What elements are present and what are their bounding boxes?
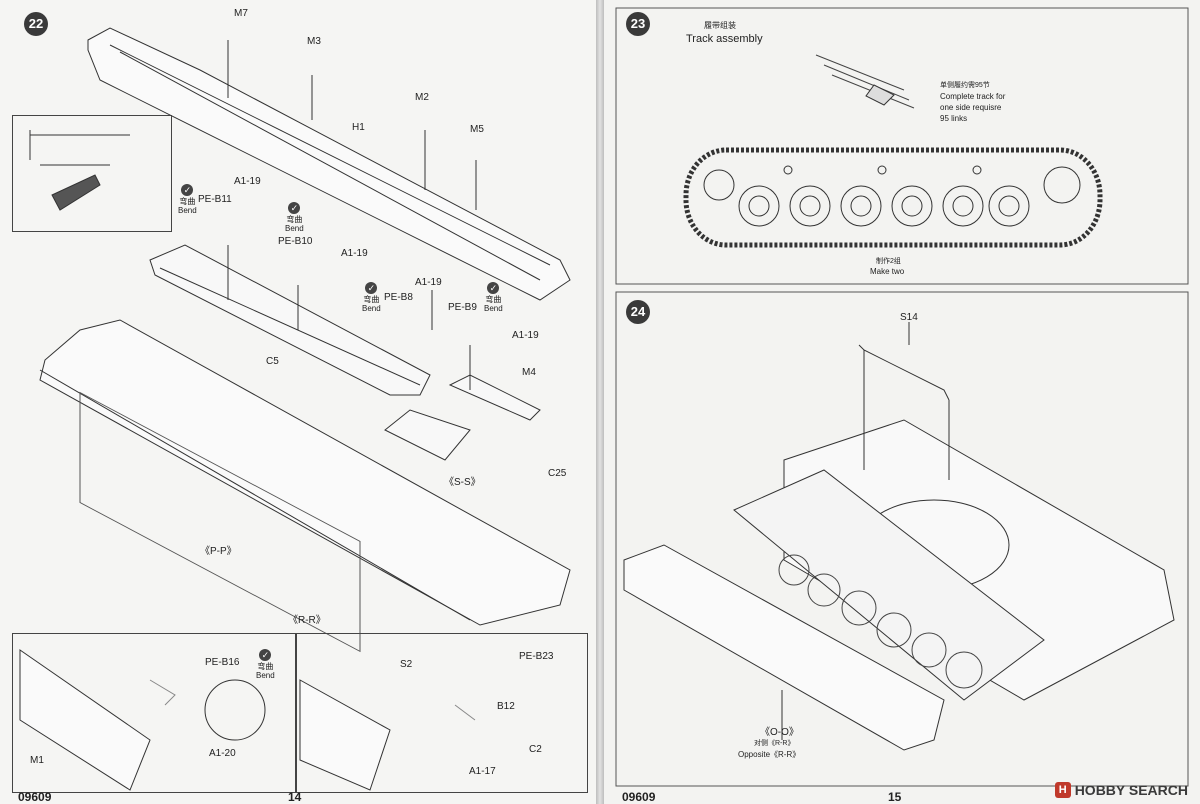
bend-en: Bend xyxy=(256,670,275,680)
part-label-m7: M7 xyxy=(234,8,248,19)
part-label-pe-b16: PE-B16 xyxy=(205,657,240,668)
bend-zh: 弯曲 xyxy=(179,197,196,206)
part-label-pe-b10: PE-B10 xyxy=(278,236,313,247)
part-label-h1: H1 xyxy=(352,122,365,133)
step23-24-line-art xyxy=(615,7,1189,787)
part-label-m2: M2 xyxy=(415,92,429,103)
step-22-badge: 22 xyxy=(24,12,48,36)
page-number-left: 14 xyxy=(288,790,302,804)
track-title-zh: 履带组装 xyxy=(704,21,736,30)
part-label-c2: C2 xyxy=(529,744,542,755)
part-label-m4: M4 xyxy=(522,367,536,378)
bend-note-4: ✓ 弯曲 Bend xyxy=(484,278,503,314)
step-24-badge: 24 xyxy=(626,300,650,324)
part-label-m3: M3 xyxy=(307,36,321,47)
bend-en: Bend xyxy=(484,303,503,313)
section-label-s-s: 《S-S》 xyxy=(444,477,481,488)
hobby-search-logo-icon: H xyxy=(1054,782,1071,798)
track-note-en-3: 95 links xyxy=(940,114,968,123)
make-two-zh: 制作2组 xyxy=(876,258,901,265)
part-label-a1-19-a: A1-19 xyxy=(234,176,261,187)
bend-note-1: ✓ 弯曲 Bend xyxy=(178,180,197,216)
track-title-en: Track assembly xyxy=(686,33,763,45)
section-label-r-r: 《R-R》 xyxy=(288,615,326,626)
part-label-c25: C25 xyxy=(548,468,567,479)
bend-note-3: ✓ 弯曲 Bend xyxy=(362,278,381,314)
part-label-a1-19-c: A1-19 xyxy=(415,277,442,288)
opposite-label-zh: 对侧《R-R》 xyxy=(754,740,795,747)
watermark-text: HOBBY SEARCH xyxy=(1074,782,1188,798)
check-icon: ✓ xyxy=(288,202,301,214)
check-icon: ✓ xyxy=(365,282,378,294)
kit-code-left: 09609 xyxy=(18,790,52,804)
part-label-s14: S14 xyxy=(900,312,918,323)
section-label-o-o: 《O-O》 xyxy=(760,727,799,738)
section-label-p-p: 《P-P》 xyxy=(200,546,237,557)
watermark: H HOBBY SEARCH xyxy=(1054,782,1188,798)
bend-en: Bend xyxy=(178,205,197,215)
bend-note-2: ✓ 弯曲 Bend xyxy=(285,198,304,234)
book-gutter xyxy=(596,0,604,804)
step-23-badge: 23 xyxy=(626,12,650,36)
check-icon: ✓ xyxy=(487,282,500,294)
inset-frame-bend xyxy=(12,115,172,232)
part-label-c5: C5 xyxy=(266,356,279,367)
bend-zh: 弯曲 xyxy=(286,215,303,224)
part-label-a1-19-d: A1-19 xyxy=(512,330,539,341)
part-label-m5: M5 xyxy=(470,124,484,135)
check-icon: ✓ xyxy=(181,184,194,196)
track-note-zh: 单侧履约需95节 xyxy=(940,82,990,89)
left-page: 22 M7 M3 H1 M2 M5 ✓ 弯曲 Bend A1-19 PE-B11… xyxy=(0,0,596,804)
part-label-m1: M1 xyxy=(30,755,44,766)
bend-en: Bend xyxy=(285,223,304,233)
part-label-pe-b8: PE-B8 xyxy=(384,292,413,303)
inset-frame-pe-b16 xyxy=(12,633,296,793)
part-label-a1-19-b: A1-19 xyxy=(341,248,368,259)
inset-frame-pe-b23 xyxy=(296,633,588,793)
make-two-en: Make two xyxy=(870,267,905,276)
check-icon: ✓ xyxy=(259,649,272,661)
track-note-en-1: Complete track for xyxy=(940,92,1006,101)
page-number-right: 15 xyxy=(888,790,902,804)
step22-line-art xyxy=(19,27,571,791)
part-label-pe-b11: PE-B11 xyxy=(198,194,232,205)
bend-zh: 弯曲 xyxy=(257,662,274,671)
bend-note-5: ✓ 弯曲 Bend xyxy=(256,645,275,681)
right-page: 23 履带组装 Track assembly 单侧履约需95节 Complete… xyxy=(604,0,1200,804)
track-note-en-2: one side requisre xyxy=(940,103,1002,112)
bend-en: Bend xyxy=(362,303,381,313)
kit-code-right: 09609 xyxy=(622,790,656,804)
bend-zh: 弯曲 xyxy=(363,295,380,304)
bend-zh: 弯曲 xyxy=(485,295,502,304)
part-label-a1-17: A1-17 xyxy=(469,766,496,777)
part-label-pe-b23: PE-B23 xyxy=(519,651,554,662)
part-label-a1-20: A1-20 xyxy=(209,748,236,759)
part-label-s2: S2 xyxy=(400,659,413,670)
part-label-pe-b9: PE-B9 xyxy=(448,302,477,313)
opposite-label-en: Opposite《R-R》 xyxy=(738,750,801,759)
part-label-b12: B12 xyxy=(497,701,515,712)
